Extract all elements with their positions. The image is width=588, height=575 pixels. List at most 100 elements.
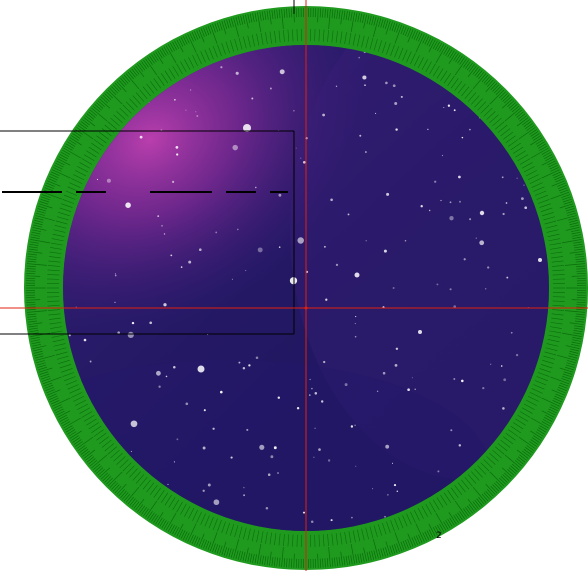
star — [364, 84, 366, 86]
star — [503, 378, 506, 381]
star — [394, 102, 397, 105]
star — [313, 457, 314, 458]
star — [315, 392, 318, 395]
star — [448, 105, 450, 107]
star — [81, 530, 84, 533]
star — [454, 109, 456, 111]
star — [544, 514, 547, 517]
star — [336, 264, 338, 266]
star — [311, 388, 313, 390]
star — [414, 389, 415, 390]
star — [318, 448, 321, 451]
star — [185, 402, 188, 405]
star — [427, 129, 428, 130]
star — [303, 161, 306, 164]
star — [167, 484, 168, 485]
star — [443, 107, 444, 108]
star — [133, 52, 134, 53]
star — [208, 484, 211, 487]
star — [81, 485, 83, 487]
bright-star — [198, 366, 205, 373]
star — [485, 288, 487, 290]
star — [434, 181, 436, 183]
star — [279, 246, 281, 248]
star — [140, 136, 143, 139]
bright-star — [355, 273, 360, 278]
star — [204, 409, 206, 411]
star — [212, 428, 214, 430]
star — [158, 386, 160, 388]
star — [176, 146, 179, 149]
star — [348, 213, 350, 215]
star — [412, 377, 413, 378]
star — [372, 488, 373, 489]
star — [482, 387, 484, 389]
star — [69, 334, 71, 336]
star — [174, 461, 175, 462]
star — [407, 388, 410, 391]
star — [323, 361, 325, 363]
star — [199, 248, 202, 251]
star — [190, 89, 191, 90]
star — [328, 459, 330, 461]
star — [270, 88, 272, 90]
star — [232, 145, 238, 151]
star — [502, 213, 504, 215]
star — [321, 400, 323, 402]
star — [102, 491, 103, 492]
star — [300, 158, 301, 159]
star — [163, 303, 166, 306]
star — [386, 193, 389, 196]
star — [258, 247, 263, 252]
star — [185, 110, 186, 111]
star — [114, 302, 115, 303]
star — [236, 72, 239, 75]
star — [270, 455, 273, 458]
star — [90, 361, 92, 363]
star — [375, 113, 376, 114]
star — [558, 419, 559, 420]
star — [220, 391, 223, 394]
corner-marker-label: 2 — [436, 532, 442, 541]
star — [88, 62, 89, 63]
star — [476, 238, 477, 239]
star — [164, 233, 165, 234]
star — [355, 466, 356, 467]
star — [203, 490, 205, 492]
star — [528, 92, 530, 94]
star — [274, 446, 277, 449]
star — [393, 84, 396, 87]
star — [453, 378, 455, 380]
star — [522, 82, 525, 85]
star — [528, 522, 530, 524]
star — [469, 218, 471, 220]
star — [325, 299, 327, 301]
star — [196, 115, 198, 117]
star — [88, 77, 89, 78]
star — [256, 356, 259, 359]
star — [355, 316, 356, 317]
star — [396, 348, 398, 350]
star — [459, 201, 461, 203]
star — [543, 477, 544, 478]
star — [293, 110, 295, 112]
star — [450, 288, 452, 290]
star — [277, 472, 279, 474]
star — [297, 407, 299, 409]
star — [490, 364, 491, 365]
star — [245, 270, 246, 271]
star — [421, 205, 423, 207]
star — [405, 240, 407, 242]
star — [297, 237, 304, 244]
star — [523, 185, 524, 186]
star — [278, 396, 280, 398]
crosshair-icon — [305, 307, 308, 310]
star — [436, 283, 438, 285]
star — [397, 490, 399, 492]
star — [462, 137, 463, 138]
star — [128, 332, 134, 338]
star — [127, 59, 130, 62]
star — [280, 69, 285, 74]
